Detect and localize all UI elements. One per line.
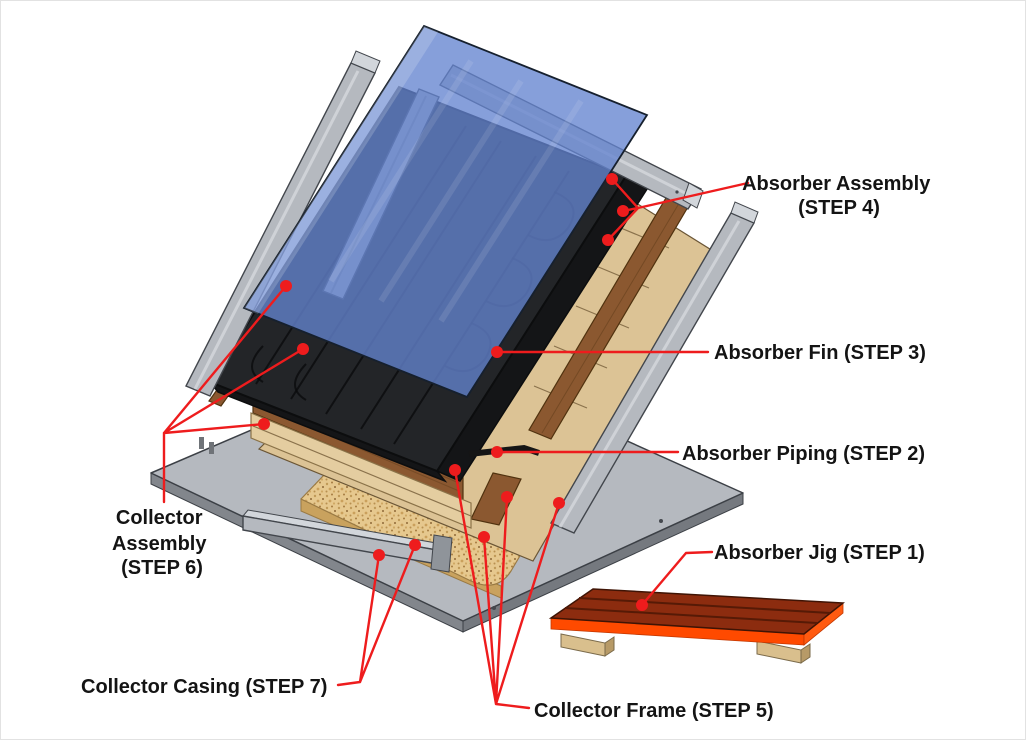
leader-lines [162, 173, 750, 710]
casing-rail-prong [199, 437, 204, 449]
leader-dots [258, 173, 648, 611]
glazing-edge-highlight [244, 26, 438, 314]
sheet-rail-end-cap [430, 534, 453, 573]
casing-rail-top-left-cap [350, 50, 381, 74]
label-absorber-fin: Absorber Fin (STEP 3) [714, 342, 926, 364]
glazing-reflections [328, 59, 584, 323]
glazing-panel [242, 24, 649, 399]
frame-right-rail-lower [470, 472, 522, 526]
label-line: (STEP 6) [121, 557, 203, 579]
absorber-tube-bends-left [251, 345, 307, 401]
label-line: (STEP 4) [798, 197, 880, 219]
label-absorber-assembly: Absorber Assembly (STEP 4) [742, 173, 936, 219]
screw-hole [659, 519, 663, 523]
label-line: Collector [116, 507, 203, 529]
label-absorber-piping: Absorber Piping (STEP 2) [682, 443, 925, 465]
screw-hole [492, 606, 496, 610]
glazing-glass [242, 24, 649, 399]
jig-plank-lines [564, 597, 831, 624]
labels: Absorber Assembly (STEP 4) Absorber Fin … [81, 173, 936, 722]
jig-leg-side [800, 643, 811, 664]
casing-rail-prong [209, 442, 214, 454]
leader-collector-casing [336, 543, 417, 687]
leader-collector-assembly [162, 284, 305, 504]
label-collector-casing: Collector Casing (STEP 7) [81, 676, 327, 698]
label-absorber-jig: Absorber Jig (STEP 1) [714, 542, 925, 564]
leader-collector-frame [453, 468, 561, 710]
label-collector-frame: Collector Frame (STEP 5) [534, 700, 774, 722]
label-collector-assembly: Collector Assembly (STEP 6) [112, 507, 212, 579]
leader-absorber-jig [640, 550, 714, 607]
label-line: Assembly [112, 533, 207, 555]
jig-leg [560, 633, 606, 657]
absorber-jig [548, 588, 846, 664]
jig-leg-side [604, 636, 615, 657]
casing-rail-right-cap [730, 201, 759, 224]
leader-absorber-assembly [606, 177, 750, 242]
label-line: Absorber Assembly [742, 173, 931, 195]
